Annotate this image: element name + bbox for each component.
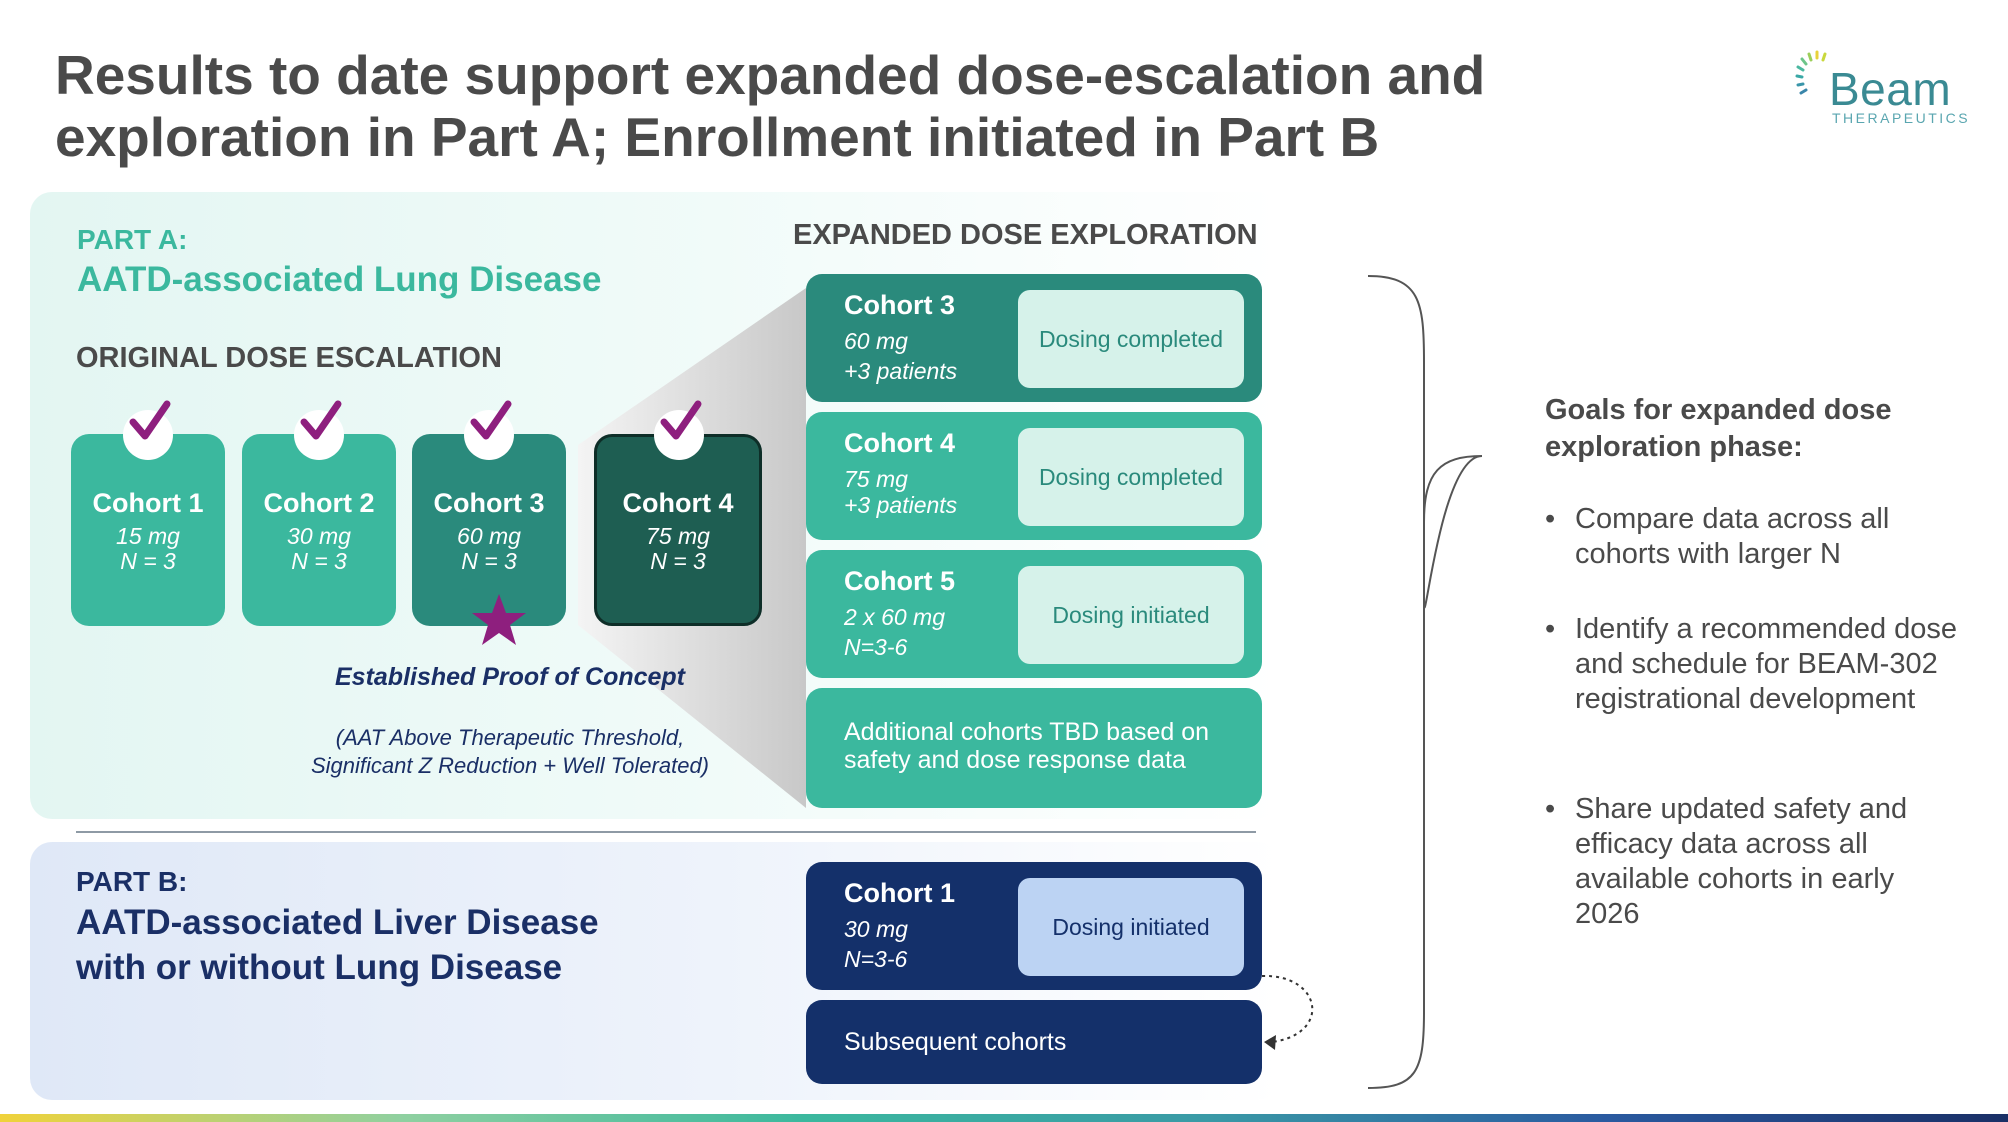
cohort-dose: 60 mg xyxy=(844,328,908,354)
goal-text: Share updated safety and efficacy data a… xyxy=(1575,793,1908,930)
part-b-title: AATD-associated Liver Disease with or wi… xyxy=(76,903,599,987)
part-a-label: PART A: xyxy=(77,224,188,255)
cohort-name: Cohort 3 xyxy=(433,488,545,518)
cohort-dose: 30 mg xyxy=(287,523,351,549)
cohort-n: N = 3 xyxy=(291,548,347,574)
cohort-dose: 2 x 60 mg xyxy=(844,604,945,630)
dotted-arrow-icon xyxy=(1261,974,1314,1050)
expanded-cohort-4: Cohort 4 75 mg +3 patients Dosing comple… xyxy=(806,412,1262,540)
cohort-dose: 75 mg xyxy=(646,523,710,549)
original-dose-heading: ORIGINAL DOSE ESCALATION xyxy=(76,342,502,374)
goal-item: • Compare data across all cohorts with l… xyxy=(1545,502,1965,577)
beam-logo: Beam THERAPEUTICS xyxy=(1795,40,1975,130)
logo-wordmark: Beam xyxy=(1829,63,1952,115)
cohort-name: Cohort 4 xyxy=(844,428,955,458)
bullet-icon: • xyxy=(1545,793,1556,825)
check-icon xyxy=(123,400,173,460)
cohort-name: Cohort 4 xyxy=(622,488,734,518)
bullet-icon: • xyxy=(1545,503,1556,535)
subsequent-cohorts-text: Subsequent cohorts xyxy=(844,1028,1067,1056)
cohort-n: +3 patients xyxy=(844,358,958,384)
bullet-icon: • xyxy=(1545,613,1556,645)
proof-of-concept-title: Established Proof of Concept xyxy=(334,663,686,691)
check-icon xyxy=(654,400,704,460)
status-badge: Dosing initiated xyxy=(1018,878,1244,976)
cohort-dose: 60 mg xyxy=(457,523,521,549)
check-icon xyxy=(464,400,514,460)
cohort-n: N = 3 xyxy=(461,548,517,574)
status-badge: Dosing completed xyxy=(1018,290,1244,388)
cohort-dose: 75 mg xyxy=(844,466,908,492)
status-badge: Dosing initiated xyxy=(1018,566,1244,664)
check-icon xyxy=(294,400,344,460)
cohort-name: Cohort 5 xyxy=(844,566,955,596)
brace-icon xyxy=(1367,275,1483,1089)
cohort-name: Cohort 2 xyxy=(263,488,375,518)
part-b-label: PART B: xyxy=(76,866,188,897)
part-a-title: AATD-associated Lung Disease xyxy=(77,260,602,299)
original-cohort-4: Cohort 4 75 mg N = 3 xyxy=(594,400,762,626)
cohort-name: Cohort 1 xyxy=(844,878,955,908)
cohort-n: N = 3 xyxy=(120,548,176,574)
cohort-name: Cohort 3 xyxy=(844,290,955,320)
expanded-cohort-3: Cohort 3 60 mg +3 patients Dosing comple… xyxy=(806,274,1262,402)
goal-item: • Share updated safety and efficacy data… xyxy=(1545,792,1965,937)
additional-cohorts-text: Additional cohorts TBD based on safety a… xyxy=(844,718,1210,774)
goal-text: Identify a recommended dose and schedule… xyxy=(1575,613,1958,715)
original-cohort-1: Cohort 1 15 mg N = 3 xyxy=(71,400,225,626)
status-badge: Dosing completed xyxy=(1018,428,1244,526)
cohort-n: N = 3 xyxy=(650,548,706,574)
cohort-n: N=3-6 xyxy=(844,946,908,972)
cohort-dose: 30 mg xyxy=(844,916,908,942)
subsequent-cohorts-box: Subsequent cohorts xyxy=(806,1000,1262,1084)
original-cohort-2: Cohort 2 30 mg N = 3 xyxy=(242,400,396,626)
expanded-cohort-5: Cohort 5 2 x 60 mg N=3-6 Dosing initiate… xyxy=(806,550,1262,678)
goal-text: Compare data across all cohorts with lar… xyxy=(1575,503,1890,570)
part-divider xyxy=(76,831,1256,833)
additional-cohorts-box: Additional cohorts TBD based on safety a… xyxy=(806,688,1262,808)
cohort-dose: 15 mg xyxy=(116,523,180,549)
logo-subtitle: THERAPEUTICS xyxy=(1832,110,1971,126)
goal-item: • Identify a recommended dose and schedu… xyxy=(1545,612,1965,757)
page-title: Results to date support expanded dose-es… xyxy=(55,44,1486,168)
expanded-dose-heading: EXPANDED DOSE EXPLORATION xyxy=(793,219,1258,251)
goals-heading: Goals for expanded dose exploration phas… xyxy=(1545,394,1892,463)
logo-sunburst-icon xyxy=(1795,50,1827,95)
cohort-n: N=3-6 xyxy=(844,634,908,660)
original-cohort-3: Cohort 3 60 mg N = 3 xyxy=(412,400,566,626)
star-icon xyxy=(472,594,526,645)
part-b-cohort-1: Cohort 1 30 mg N=3-6 Dosing initiated xyxy=(806,862,1262,990)
bottom-gradient-bar xyxy=(0,1114,2008,1122)
proof-of-concept-detail: (AAT Above Therapeutic Threshold, Signif… xyxy=(310,725,710,778)
cohort-n: +3 patients xyxy=(844,492,958,518)
cohort-name: Cohort 1 xyxy=(92,488,204,518)
